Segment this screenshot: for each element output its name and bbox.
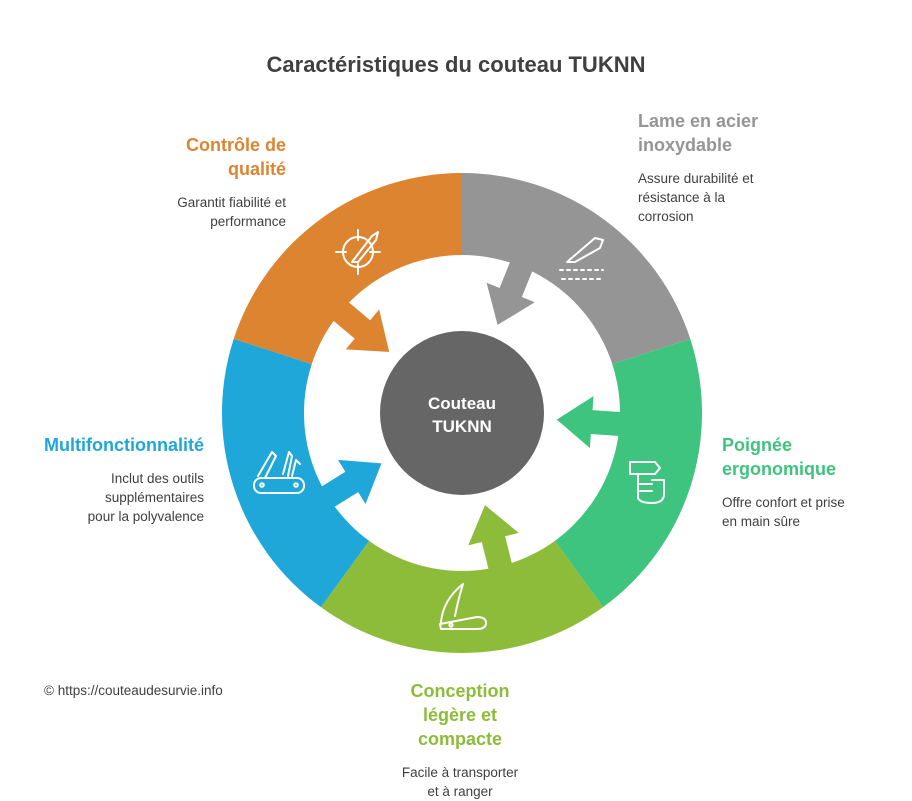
desc-line: et à ranger — [427, 784, 493, 799]
feature-design: Conception légère et compacte Facile à t… — [360, 679, 560, 801]
knife-blade-icon — [559, 237, 604, 280]
ring-arrow-blade — [486, 258, 535, 325]
feature-blade-desc: Assure durabilité et résistance à la cor… — [638, 169, 838, 226]
ring-segments — [221, 173, 702, 653]
multitool-icon — [253, 451, 305, 494]
center-hub — [380, 331, 544, 495]
desc-line: Assure durabilité et — [638, 171, 754, 186]
feature-quality: Contrôle de qualité Garantit fiabilité e… — [86, 133, 286, 231]
folding-knife-icon — [439, 583, 487, 630]
title-line: Contrôle de — [185, 135, 286, 155]
ring-segment-blade — [462, 173, 691, 365]
feature-multi: Multifonctionnalité Inclut des outils su… — [0, 433, 204, 526]
desc-line: Facile à transporter — [401, 765, 519, 780]
center-label-line2: TUKNN — [432, 417, 492, 436]
ring-segment-multi — [221, 338, 370, 608]
ring-arrow-design — [468, 505, 519, 574]
feature-handle: Poignée ergonomique Offre confort et pri… — [722, 433, 902, 531]
title-line: Conception — [410, 681, 510, 701]
desc-line: en main sûre — [722, 514, 801, 529]
desc-line: corrosion — [638, 209, 694, 224]
desc-line: Garantit fiabilité et — [177, 195, 286, 210]
feature-blade: Lame en acier inoxydable Assure durabili… — [638, 109, 838, 226]
ring-segment-design — [320, 540, 604, 653]
feature-handle-desc: Offre confort et prise en main sûre — [722, 493, 902, 531]
desc-line: Inclut des outils — [110, 471, 204, 486]
title-line: inoxydable — [638, 135, 733, 155]
hand-grip-icon — [629, 461, 665, 504]
title-line: légère et — [422, 705, 498, 725]
feature-design-desc: Facile à transporter et à ranger — [360, 763, 560, 801]
desc-line: résistance à la — [638, 190, 726, 205]
feature-quality-desc: Garantit fiabilité et performance — [86, 193, 286, 231]
feature-multi-title: Multifonctionnalité — [0, 433, 204, 457]
feature-handle-title: Poignée ergonomique — [722, 433, 902, 481]
ring-arrow-quality — [330, 299, 390, 352]
ring-segment-handle — [554, 338, 702, 608]
title-line: Multifonctionnalité — [44, 435, 204, 455]
feature-multi-desc: Inclut des outils supplémentaires pour l… — [0, 469, 204, 526]
title-line: Lame en acier — [638, 111, 759, 131]
copyright-link[interactable]: © https://couteaudesurvie.info — [44, 683, 223, 698]
ring-arrow-multi — [318, 459, 382, 510]
feature-blade-title: Lame en acier inoxydable — [638, 109, 838, 157]
desc-line: Offre confort et prise — [722, 495, 845, 510]
target-knife-icon — [335, 229, 381, 275]
feature-design-title: Conception légère et compacte — [360, 679, 560, 751]
title-line: ergonomique — [722, 459, 837, 479]
desc-line: supplémentaires — [104, 490, 204, 505]
title-line: Poignée — [722, 435, 793, 455]
diagram-title: Caractéristiques du couteau TUKNN — [266, 52, 646, 77]
ring-arrows — [318, 258, 625, 574]
feature-quality-title: Contrôle de qualité — [86, 133, 286, 181]
desc-line: performance — [210, 214, 286, 229]
ring-arrow-handle — [556, 396, 625, 449]
center-label-line1: Couteau — [428, 394, 496, 413]
ring-segment-quality — [233, 173, 462, 365]
title-line: compacte — [417, 729, 503, 749]
title-line: qualité — [227, 159, 286, 179]
desc-line: pour la polyvalence — [87, 509, 204, 524]
